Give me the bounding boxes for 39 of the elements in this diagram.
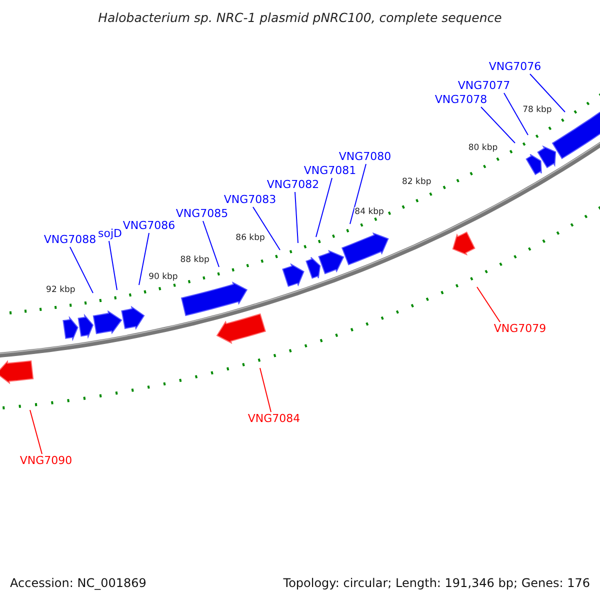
gene-label: VNG7077: [458, 79, 510, 93]
leader-line: [316, 178, 332, 238]
gene-label: VNG7079: [494, 322, 546, 336]
leader-line: [70, 246, 94, 294]
leader-line: [30, 410, 42, 454]
gene-label: VNG7083: [224, 193, 276, 207]
scale-label: 84 kbp: [354, 207, 384, 218]
leader-line: [480, 106, 516, 144]
gene-label: VNG7076: [488, 60, 542, 74]
map-title: Halobacterium sp. NRC-1 plasmid pNRC100, complete sequence: [98, 10, 502, 25]
scale-label: 78 kbp: [522, 104, 552, 115]
gene-label: VNG7086: [122, 219, 176, 233]
leader-line: [476, 286, 500, 322]
gene-label: VNG7081: [304, 164, 356, 178]
leader-line: [108, 240, 118, 290]
leader-line: [350, 164, 366, 224]
gene-label: sojD: [98, 227, 122, 241]
map-info-text: Topology: circular; Length: 191,346 bp; Genes: 176: [283, 576, 590, 590]
gene-label: VNG7084: [248, 412, 300, 426]
gene-label: VNG7085: [176, 207, 228, 221]
gene-label: VNG7080: [338, 150, 392, 164]
leader-line: [252, 206, 280, 250]
scale-label: 90 kbp: [148, 272, 178, 282]
scale-label: 80 kbp: [468, 142, 498, 153]
gene-label: VNG7090: [20, 454, 72, 468]
scale-label: 88 kbp: [180, 254, 210, 265]
gene-label: VNG7078: [434, 93, 488, 107]
scale-label: 82 kbp: [402, 177, 432, 188]
leader-line: [138, 232, 150, 286]
leader-line: [294, 192, 298, 244]
leader-line: [530, 74, 566, 112]
leader-line: [504, 92, 528, 136]
leader-line: [202, 220, 220, 268]
scale-label: 86 kbp: [236, 232, 265, 243]
gene-label: VNG7088: [44, 233, 96, 247]
leader-line: [260, 368, 272, 412]
scale-label: 92 kbp: [46, 284, 76, 295]
map-info-text: Accession: NC_001869: [10, 576, 146, 590]
gene-label: VNG7082: [266, 178, 320, 192]
